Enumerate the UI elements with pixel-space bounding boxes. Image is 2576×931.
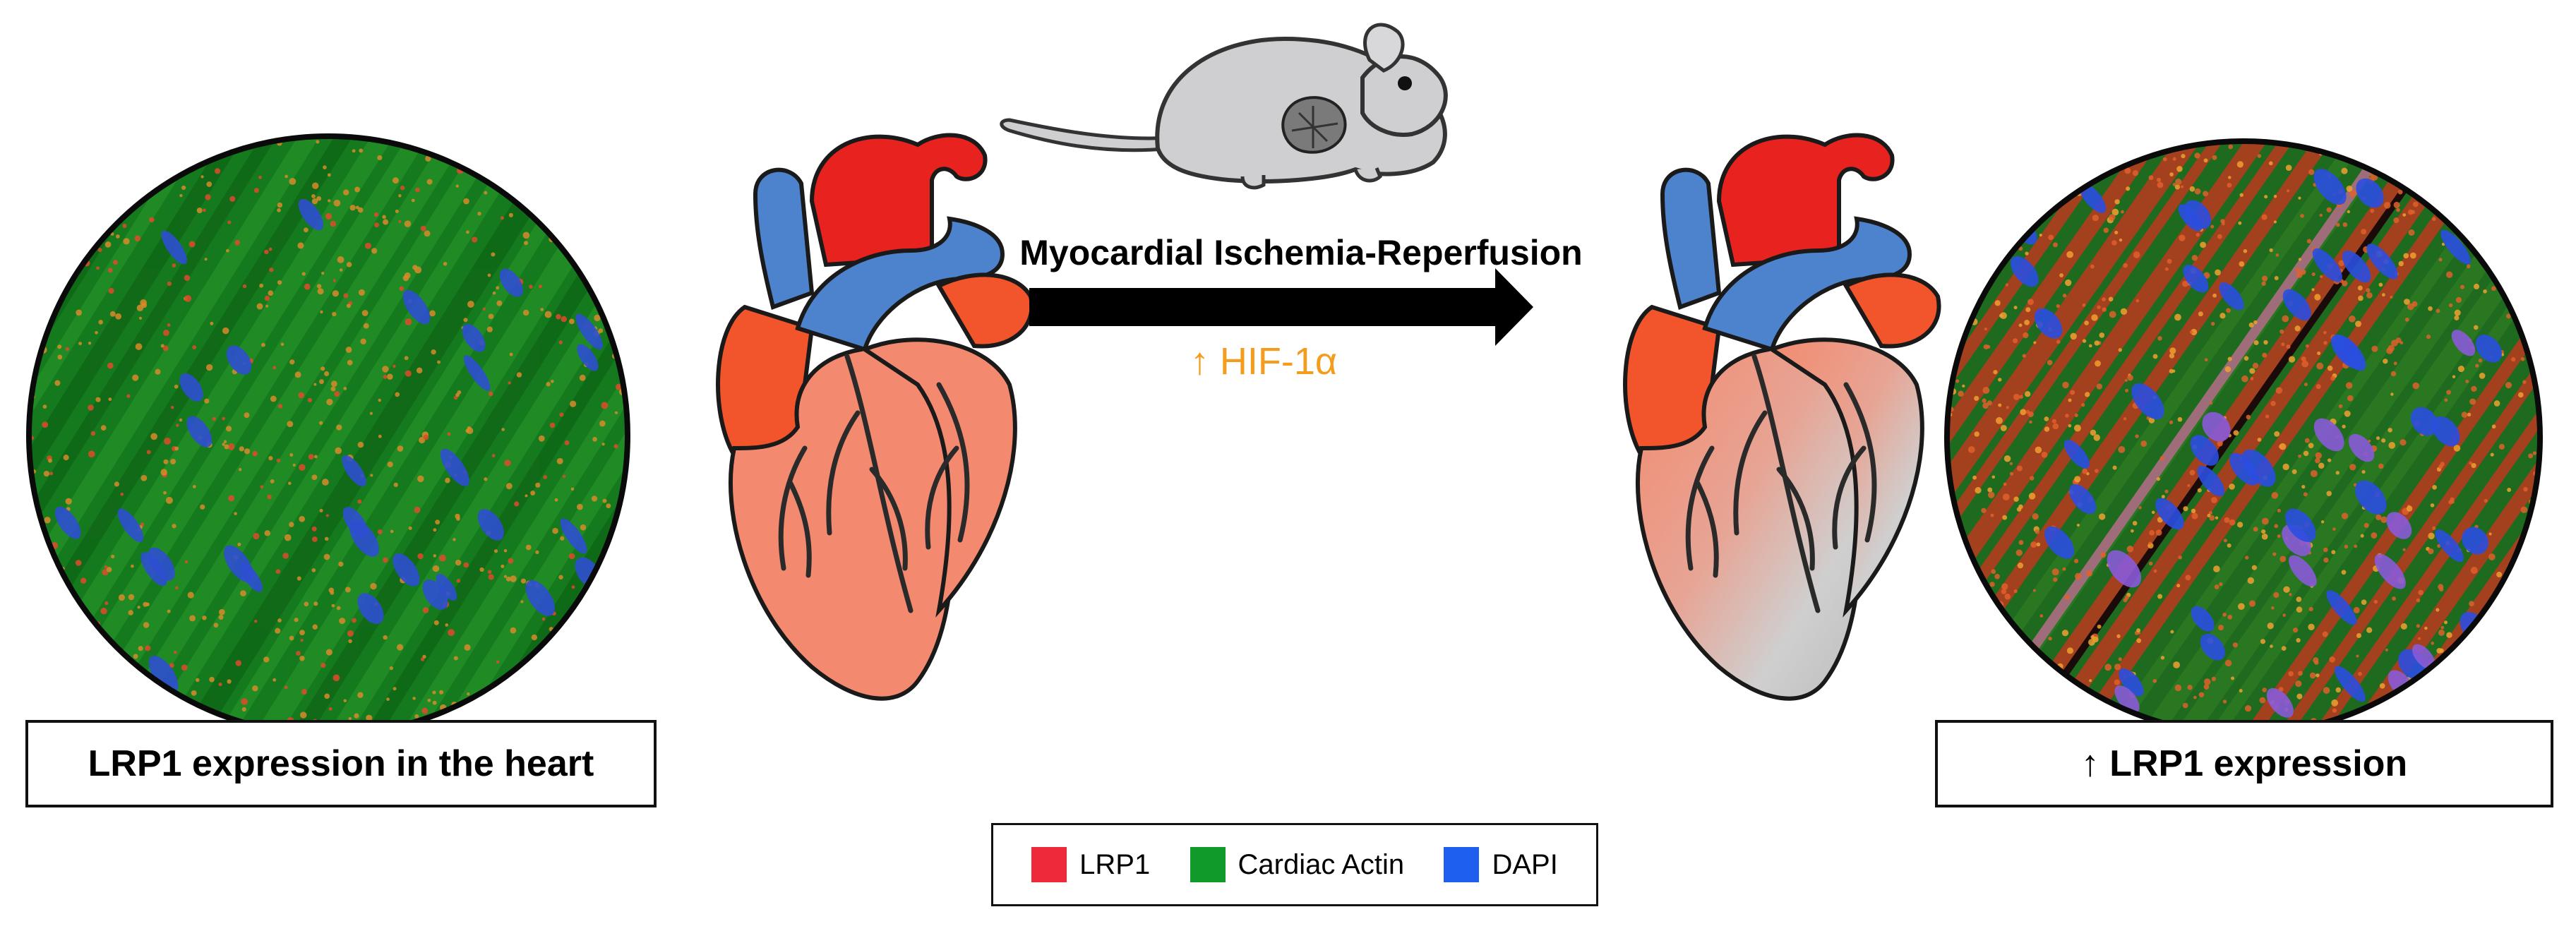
process-label: Myocardial Ischemia-Reperfusion: [1019, 233, 1582, 272]
legend: LRP1 Cardiac Actin DAPI: [991, 823, 1598, 906]
mouse-illustration: [1000, 23, 1448, 190]
legend-item-lrp1: LRP1: [1031, 847, 1150, 882]
heart-illustration-injured: [1625, 135, 1939, 701]
legend-swatch-actin: [1190, 847, 1226, 882]
legend-label-actin: Cardiac Actin: [1238, 848, 1405, 880]
heart-illustration-healthy: [718, 135, 1032, 701]
caption-normal: LRP1 expression in the heart: [25, 720, 657, 807]
hif1a-label: ↑ HIF-1α: [1190, 340, 1337, 383]
legend-swatch-dapi: [1444, 847, 1480, 882]
legend-label-dapi: DAPI: [1492, 848, 1558, 880]
legend-item-actin: Cardiac Actin: [1190, 847, 1405, 882]
legend-swatch-lrp1: [1031, 847, 1067, 882]
microscopy-normal: [26, 133, 630, 738]
caption-increased: ↑ LRP1 expression: [1935, 720, 2553, 807]
legend-label-lrp1: LRP1: [1079, 848, 1151, 880]
legend-item-dapi: DAPI: [1444, 847, 1558, 882]
process-arrow: [1029, 268, 1533, 346]
